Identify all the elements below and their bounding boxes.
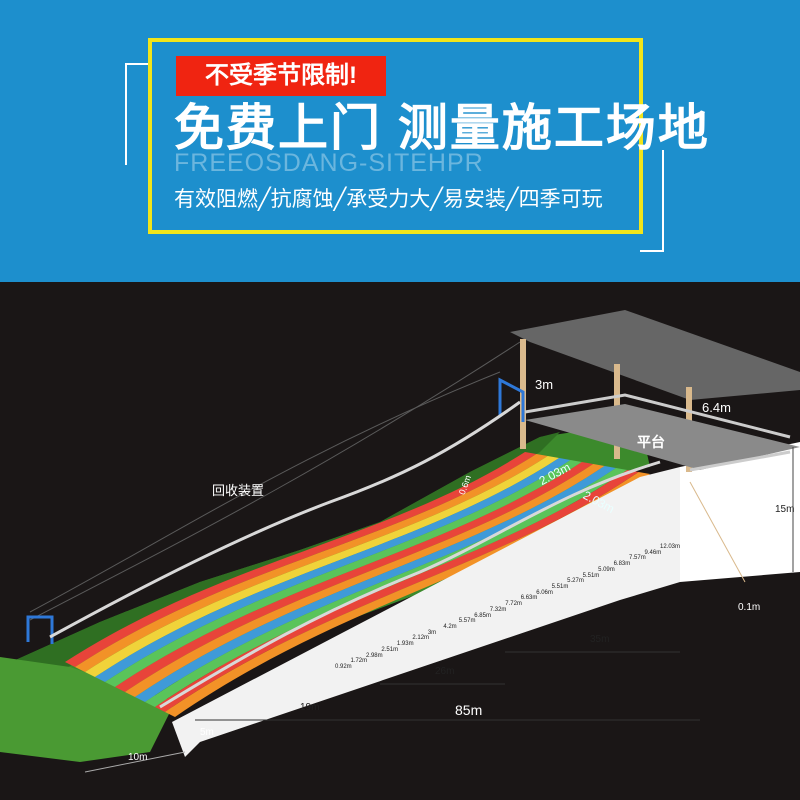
height-marker: 0.92m xyxy=(335,664,352,670)
segment-19-label: 19m xyxy=(300,702,320,713)
height-marker: 5.57m xyxy=(458,618,476,625)
dim-line-10 xyxy=(84,751,186,773)
slide-diagram: 回收装置 3m 6.4m 平台 2.03m 2.03m 0.6m 15m 35m… xyxy=(0,282,800,800)
height-marker: 6.85m xyxy=(474,612,491,619)
segment-5-label: 5m xyxy=(200,727,214,738)
top-banner: 不受季节限制! 免费上门 测量施工场地 FREEOSDANG-SITEHPR 有… xyxy=(0,0,800,282)
height-marker: 3m xyxy=(427,629,437,636)
height-marker: 2.12m xyxy=(412,635,430,642)
decor-curve xyxy=(29,371,501,613)
slide-lane xyxy=(125,464,605,697)
slide-lane xyxy=(85,456,560,677)
slide-lane xyxy=(105,460,582,687)
slide-lane xyxy=(115,462,594,692)
segment-26-label: 26m xyxy=(435,666,455,677)
slide-lane xyxy=(75,454,548,672)
decor-curve xyxy=(29,341,521,621)
side-wall-end xyxy=(680,442,800,582)
dim-line-0.1 xyxy=(689,481,746,583)
season-tag: 不受季节限制! xyxy=(176,56,386,96)
slide-lane xyxy=(95,458,571,682)
height-label: 15m xyxy=(775,504,795,515)
height-marker: 5.51m xyxy=(582,572,600,579)
slide-lane xyxy=(165,472,650,717)
rail-height-label: 3m xyxy=(535,377,554,392)
recovery-device-label: 回收装置 xyxy=(212,483,265,498)
roof-width-label: 6.4m xyxy=(702,400,731,415)
height-marker: 6.63m xyxy=(520,595,538,602)
height-marker: 2.51m xyxy=(381,646,399,653)
height-marker: 1.72m xyxy=(350,658,368,665)
side-wall xyxy=(172,467,680,757)
frame-corner-bottom-right xyxy=(640,150,664,252)
height-marker: 2.98m xyxy=(365,652,383,659)
fence-bottom-rail xyxy=(159,460,661,709)
height-marker: 6.06m xyxy=(536,589,553,596)
top-gate xyxy=(498,377,525,422)
fence-top-rail xyxy=(49,400,521,639)
slide-drawing xyxy=(0,310,800,773)
yellow-frame xyxy=(148,38,643,234)
bottom-gate xyxy=(26,615,54,644)
frame-corner-top-left xyxy=(125,63,149,165)
total-length-label: 85m xyxy=(455,702,483,718)
height-marker: 9.46m xyxy=(644,549,662,556)
height-marker: 7.57m xyxy=(629,555,646,562)
height-marker: 7.32m xyxy=(489,606,507,613)
platform-rail xyxy=(524,393,791,439)
height-marker: 5.27m xyxy=(567,578,584,585)
subline-english: FREEOSDANG-SITEHPR xyxy=(174,149,484,177)
platform-deck xyxy=(525,404,800,470)
slide-lane xyxy=(135,466,616,702)
height-marker: 6.83m xyxy=(613,561,631,568)
segment-35-label: 35m xyxy=(590,634,610,645)
roof xyxy=(510,310,800,400)
grass-base xyxy=(0,657,175,762)
slide-lane xyxy=(65,452,537,667)
platform-rail xyxy=(689,450,791,472)
height-marker: 7.72m xyxy=(505,601,522,608)
headline: 免费上门 测量施工场地 xyxy=(174,100,710,156)
height-marker: 1.93m xyxy=(396,641,414,648)
segment-10-label: 10m xyxy=(128,752,148,763)
feature-list: 有效阻燃╱抗腐蚀╱承受力大╱易安装╱四季可玩 xyxy=(174,188,603,211)
height-marker: 4.2m xyxy=(443,624,457,630)
platform-label: 平台 xyxy=(637,434,665,450)
slide-lane xyxy=(155,470,639,712)
height-marker: 5.09m xyxy=(598,566,615,573)
gap-label: 0.1m xyxy=(738,602,761,613)
height-marker: 5.51m xyxy=(551,584,569,590)
height-marker: 12.03m xyxy=(660,544,681,550)
